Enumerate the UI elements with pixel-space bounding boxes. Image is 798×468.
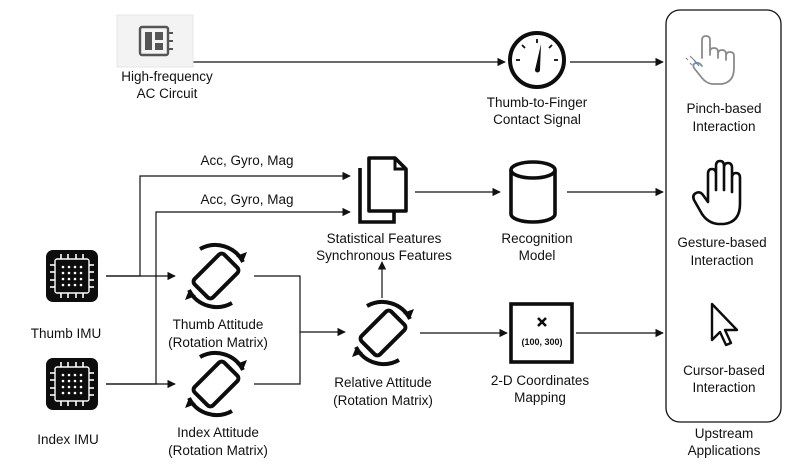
mapping-coord-text: (100, 300) [521,337,562,347]
node-index-attitude: Index Attitude (Rotation Matrix) [168,350,268,458]
edge-index-imu-to-features [106,207,351,385]
node-circuit: High-frequency AC Circuit [116,14,213,101]
index-att-label-line1: Index Attitude [177,425,259,440]
features-label-line1: Statistical Features [327,231,442,246]
imu-chip-icon [45,357,99,411]
pinch-hand-icon [685,35,735,85]
imu-chip-icon [45,249,99,303]
edge-label-thumb-sensors: Acc, Gyro, Mag [200,153,293,168]
gesture-label-line1: Gesture-based [677,235,766,250]
applications-title-line1: Upstream [695,426,754,441]
index-att-label-line2: (Rotation Matrix) [168,443,268,458]
node-features: Statistical Features Synchronous Feature… [316,156,452,263]
gesture-label-line2: Interaction [690,253,753,268]
pinch-label-line2: Interaction [692,119,755,134]
node-mapping: (100, 300) 2-D Coordinates Mapping [491,302,590,405]
rotation-icon [183,242,249,310]
coordinate-icon [509,302,574,364]
model-label-line2: Model [519,248,556,263]
relative-att-label-line1: Relative Attitude [334,375,432,390]
documents-icon [358,156,408,224]
contact-label-line1: Thumb-to-Finger [487,95,588,110]
pinch-label-line1: Pinch-based [686,101,761,116]
thumb-att-label-line2: (Rotation Matrix) [168,335,268,350]
node-relative-attitude: Relative Attitude (Rotation Matrix) [333,299,433,408]
node-model: Recognition Model [501,160,573,263]
node-thumb-imu: Thumb IMU [31,249,102,341]
cursor-label-line1: Cursor-based [683,363,765,378]
index-imu-label: Index IMU [37,432,99,447]
circuit-label-line2: AC Circuit [137,86,198,101]
thumb-att-label-line1: Thumb Attitude [173,317,264,332]
crosshair-mark [537,317,547,327]
open-hand-icon [692,159,742,226]
thumb-imu-label: Thumb IMU [31,326,102,341]
rotation-icon [350,299,416,367]
node-contact: Thumb-to-Finger Contact Signal [487,31,588,127]
node-index-imu: Index IMU [37,357,99,447]
mapping-label-line1: 2-D Coordinates [491,373,590,388]
rotation-icon [183,350,249,418]
circuit-tile [116,14,194,68]
chip-board-icon [138,25,173,57]
cursor-icon [710,302,739,347]
database-icon [509,160,557,224]
connectors [106,57,664,389]
edge-index-att-to-relative [254,332,301,385]
applications-panel: Pinch-based Interaction Gesture-based In… [665,9,782,458]
applications-title-line2: Applications [688,443,761,458]
model-label-line1: Recognition [501,231,572,246]
circuit-label-line1: High-frequency [121,69,213,84]
edge-thumb-att-to-relative [254,275,346,337]
edge-label-index-sensors: Acc, Gyro, Mag [200,192,293,207]
cursor-label-line2: Interaction [692,380,755,395]
mapping-label-line2: Mapping [514,390,566,405]
node-thumb-attitude: Thumb Attitude (Rotation Matrix) [168,242,268,350]
relative-att-label-line2: (Rotation Matrix) [333,393,433,408]
features-label-line2: Synchronous Features [316,248,452,263]
contact-label-line2: Contact Signal [493,112,581,127]
gauge-icon [508,31,566,89]
applications-frame [665,9,782,423]
